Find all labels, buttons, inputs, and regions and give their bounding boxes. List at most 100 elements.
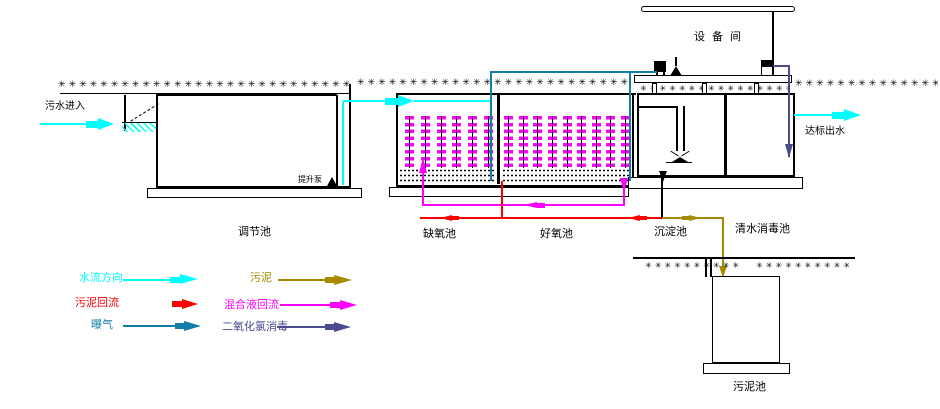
- media-column: [621, 116, 630, 168]
- center-well-flare-left: [670, 150, 679, 157]
- anoxic-tank-label: 缺氧池: [423, 227, 456, 240]
- lift-pump-base: [324, 186, 340, 188]
- sludge-return-riser: [501, 181, 503, 218]
- media-column: [518, 116, 528, 168]
- clear-tank-right-wall: [793, 93, 795, 177]
- platform-support: [702, 83, 707, 94]
- lift-pump-icon: [327, 177, 337, 186]
- mlr-flow-arrow-tail: [537, 202, 545, 208]
- equipment-room-label: 设备间: [694, 30, 748, 43]
- anoxic-media-modules: [405, 116, 493, 168]
- aerobic-support-gravel: [502, 168, 630, 183]
- media-column: [562, 116, 572, 168]
- legend-sludge-return-arrow-tail: [172, 300, 182, 307]
- motor-stem-icon: [675, 57, 677, 66]
- clear-water-tank-label: 清水消毒池: [735, 222, 790, 235]
- regulation-tank-foundation: [147, 188, 362, 198]
- media-column: [533, 116, 543, 168]
- anoxic-aerobic-divider-wall: [497, 93, 500, 184]
- inlet-chamber-left-wall: [124, 95, 126, 131]
- effluent-label: 达标出水: [805, 126, 845, 137]
- platform-support: [754, 83, 759, 94]
- regulation-tank-label: 调节池: [238, 225, 271, 238]
- ground-line-sludge: [633, 257, 855, 259]
- transfer-pipe: [343, 100, 388, 102]
- aeration-drop-aerobic: [629, 71, 631, 181]
- mlr-down-arrow: [619, 178, 628, 192]
- legend-sludge-return-label: 污泥回流: [75, 296, 119, 309]
- mlr-riser-anoxic: [422, 164, 424, 206]
- aeration-header-pipe: [491, 71, 657, 73]
- media-column: [504, 116, 513, 168]
- sludge-return-arrow-tail: [452, 215, 459, 220]
- equipment-room-roof: [641, 6, 795, 12]
- clo2-down-arrow: [784, 144, 793, 158]
- sludge-return-arrow: [628, 214, 640, 221]
- aeration-drop-anoxic: [490, 71, 492, 181]
- media-column: [483, 116, 493, 168]
- blower-leg: [656, 72, 658, 76]
- legend-aeration-arrow-tail: [175, 322, 184, 329]
- legend-mixed-liquor-line: [280, 304, 332, 306]
- aerobic-tank-right-wall: [632, 93, 634, 187]
- inlet-chamber-hatch: [122, 122, 158, 132]
- ground-line-left: [60, 93, 350, 94]
- sludge-tank-neck: [710, 258, 712, 277]
- regulation-tank-left-wall: [156, 95, 158, 188]
- equipment-platform: [634, 75, 792, 83]
- anoxic-tank-left-wall: [396, 93, 398, 187]
- media-column: [420, 116, 430, 168]
- effluent-arrow-tail: [832, 111, 844, 119]
- bio-tank-top-edge: [396, 93, 636, 95]
- grass-texture: ✳✳✳✳✳✳✳✳✳✳✳✳✳✳✳✳✳✳✳✳✳✳✳✳✳✳✳✳✳✳: [357, 78, 631, 88]
- influent-arrow: [98, 118, 114, 130]
- waste-sludge-arrow: [689, 214, 701, 221]
- legend-water-flow-label: 水流方向: [79, 271, 123, 284]
- sed-tank-foundation: [628, 177, 803, 189]
- media-column: [452, 116, 462, 168]
- aerobic-tank-label: 好氧池: [540, 227, 573, 240]
- regulation-tank-top-edge: [156, 94, 337, 96]
- clo2-pipe-v: [788, 65, 790, 157]
- sed-tank-left-wall: [637, 93, 639, 177]
- sludge-return-pipe: [420, 217, 662, 219]
- legend-sludge-arrow: [334, 274, 352, 285]
- mlr-up-arrow: [418, 158, 427, 173]
- legend-mixed-liquor-arrow-tail: [330, 301, 340, 308]
- media-column: [577, 116, 587, 168]
- center-well-right: [683, 106, 685, 151]
- center-well-flare-right: [681, 150, 690, 157]
- media-column: [468, 116, 478, 168]
- legend-water-flow-line: [123, 279, 173, 281]
- media-column: [606, 116, 616, 168]
- sed-inlet-trough: [639, 106, 677, 108]
- grass-texture: ✳✳✳✳✳✳✳✳✳✳✳: [645, 261, 740, 270]
- legend-aeration-line: [123, 325, 177, 327]
- equipment-room-right-wall: [772, 11, 774, 76]
- grass-texture: ✳✳✳✳✳✳✳✳✳✳✳✳✳✳✳✳: [640, 84, 788, 93]
- sed-tank-top-edge: [637, 93, 795, 95]
- bio-tank-foundation: [389, 187, 629, 197]
- media-column: [436, 116, 446, 168]
- sedimentation-tank-label: 沉淀池: [654, 225, 687, 238]
- legend-sludge-arrow-tail: [325, 276, 334, 283]
- inlet-weir-dashed-line: [130, 103, 159, 122]
- waste-sludge-down-arrow: [719, 266, 727, 278]
- anoxic-feed-pipe: [414, 100, 492, 102]
- influent-line: [40, 123, 88, 125]
- sludge-tank: [712, 276, 780, 363]
- bio-tank-bottom: [396, 185, 636, 187]
- sludge-cone-base-line: [666, 162, 692, 163]
- legend-disinfection-line: [277, 326, 327, 328]
- influent-arrow-tail: [86, 120, 98, 128]
- media-column: [405, 116, 414, 168]
- sed-tank-bottom: [637, 175, 795, 177]
- sludge-tank-label: 污泥池: [733, 380, 766, 393]
- regulation-tank-right-wall-outer: [349, 84, 351, 188]
- regulation-tank-bottom: [156, 186, 351, 188]
- platform-support: [652, 83, 657, 94]
- influent-label: 污水进入: [45, 101, 85, 112]
- sed-clear-divider-wall: [724, 93, 727, 177]
- blower-leg: [663, 72, 665, 76]
- legend-disinfection-arrow: [334, 321, 351, 332]
